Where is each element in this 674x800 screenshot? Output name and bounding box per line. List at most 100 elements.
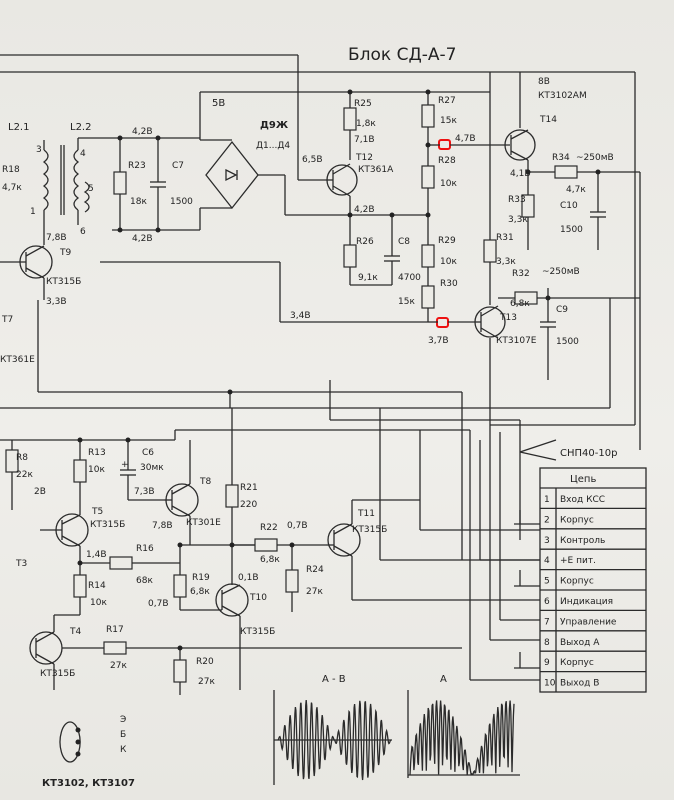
connector-pin-number: 10 [544,679,556,689]
r34-value: 4,7к [566,185,586,195]
r23-resistor [113,171,127,195]
r31-label: R31 [496,233,514,243]
r25-label: R25 [354,99,372,109]
t5-type: КТ315Б [90,520,125,530]
connector-pin-label: Корпус [560,577,594,587]
r28-value: 10к [440,179,457,189]
coil-l2 [42,137,112,235]
connector-pin-number: 8 [544,638,550,648]
coil-pin6: 6 [80,227,86,237]
t9-id: T9 [59,248,71,258]
r31-resistor [483,239,497,263]
r13-value: 10к [88,465,105,475]
r30-value: 15к [398,297,415,307]
highlight-marker-t13 [436,317,449,328]
coil-l22-label: L2.2 [70,122,91,133]
r26-label: R26 [356,237,374,247]
r19-value: 6,8к [190,587,210,597]
waveform-ab-label: А - В [322,674,346,685]
r14-resistor [73,574,87,598]
r33-value: 3,3к [508,215,528,225]
connector-header: Цепь [570,474,596,485]
connector-pin-label: Индикация [560,597,613,607]
r34-resistor [554,165,578,179]
t14-id: T14 [539,115,557,125]
connector-pin-label: Корпус [560,515,594,525]
r17-value: 27к [110,661,127,671]
t9-type: КТ315Б [46,277,81,287]
v07a-label: 0,7В [148,599,169,609]
r14-value: 10к [90,598,107,608]
r23-value: 18к [130,197,147,207]
r22-resistor [254,538,278,552]
v42c-label: 4,2В [354,205,375,215]
waveform-a-label: А [440,674,447,685]
pinout-b: Б [120,730,126,740]
r31-value: 3,3к [496,257,516,267]
coil-pin5: 5 [88,184,94,194]
connector-pin-number: 9 [544,658,550,668]
v41-label: 4,1В [510,169,531,179]
connector-pin-number: 5 [544,577,550,587]
c7-label: C7 [172,161,184,171]
connector-pin-label: Контроль [560,536,605,546]
c10-label: C10 [560,201,578,211]
r28-label: R28 [438,156,456,166]
r18-label: R18 [2,165,20,175]
t10-transistor [215,583,249,617]
v42b-label: 4,2В [132,234,153,244]
r27-value: 15к [440,116,457,126]
t14-volt: 8В [538,77,550,87]
t11-type: КТ315Б [352,525,387,535]
t4-id: T4 [69,627,81,637]
waveform-a: А [407,674,520,778]
coil-pin3: 3 [36,145,42,155]
r25-resistor [343,107,357,131]
r28-resistor [421,165,435,189]
t13-type: КТ3107Е [496,336,537,346]
t9-volt-e: 3,3В [46,297,67,307]
c8-label: C8 [398,237,410,247]
r21-label: R21 [240,483,258,493]
r17-resistor [103,641,127,655]
connector-pin-label: Корпус [560,658,594,668]
r26-resistor [343,244,357,268]
t7-type: КТ361Е [0,355,35,365]
t11-transistor [327,523,361,557]
t3-id: T3 [15,559,27,569]
r16-label: R16 [136,544,154,554]
r24-label: R24 [306,565,324,575]
pinout-k: К [120,745,127,755]
t12-id: T12 [355,153,373,163]
t5-volt: 1,4В [86,550,107,560]
c8-value: 4700 [398,273,421,283]
r19-resistor [173,574,187,598]
v58-label: 5В [212,98,225,109]
t8-id: T8 [199,477,211,487]
connector-pin-number: 7 [544,617,550,627]
r22-value: 6,8к [260,555,280,565]
c6-value: 30мк [140,463,164,473]
r32-value: 6,8к [510,299,530,309]
connector-pin-number: 6 [544,597,550,607]
c6-label: C6 [142,448,154,458]
r24-value: 27к [306,587,323,597]
r8-value: 22к [16,470,33,480]
t10-volt: 0,1В [238,573,259,583]
t10-type: КТ315Б [240,627,275,637]
v2-label: 2В [34,487,46,497]
t8-type: КТ301Е [186,518,221,528]
schematic-title: Блок СД-А-7 [348,45,456,65]
t8-volt-b: 7,3В [134,487,155,497]
r16-value: 68к [136,576,153,586]
c9-label: C9 [556,305,568,315]
r17-label: R17 [106,625,124,635]
t13-transistor [474,306,506,338]
coil-pin4: 4 [80,149,86,159]
v47-label: 4,7В [455,134,476,144]
r25-value: 1,8к [356,119,376,129]
bridge-range: Д1...Д4 [256,141,290,151]
coil-pin1: 1 [30,207,36,217]
r23-label: R23 [128,161,146,171]
